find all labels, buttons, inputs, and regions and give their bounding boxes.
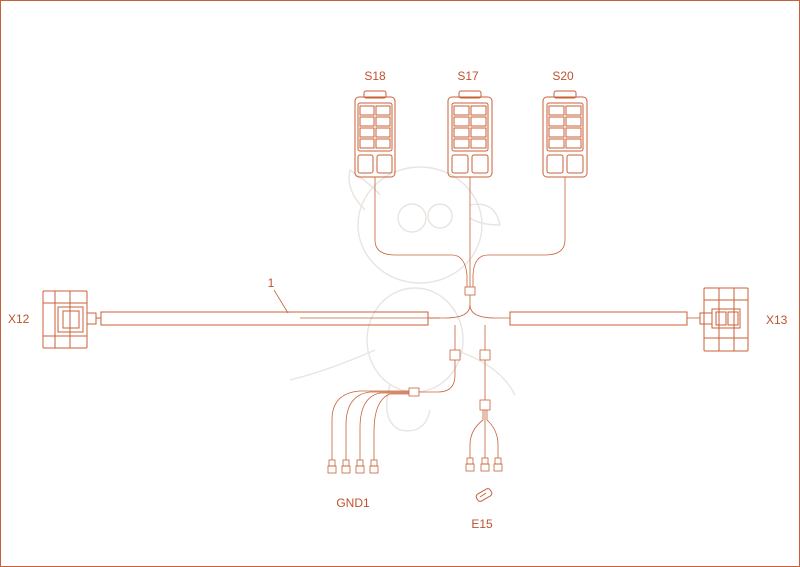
ring-terminal-icon — [355, 459, 365, 474]
ground-terminals — [327, 459, 379, 474]
bulb-icon[interactable] — [475, 488, 493, 503]
callout-1 — [273, 289, 289, 314]
ring-terminal-icon — [493, 457, 503, 472]
connector-s18[interactable] — [354, 90, 396, 178]
wires-top-branch — [374, 177, 566, 296]
wires-e15-branch — [469, 325, 499, 458]
connector-x12[interactable] — [42, 290, 101, 349]
connector-x13[interactable] — [699, 287, 749, 352]
ring-terminal-icon — [480, 457, 490, 472]
mascot-watermark-icon — [289, 166, 516, 432]
label-callout-1: 1 — [268, 276, 275, 290]
connector-s17[interactable] — [447, 90, 493, 178]
label-s20: S20 — [552, 69, 574, 83]
ring-terminal-icon — [341, 459, 351, 474]
sleeve-left — [100, 311, 440, 326]
ring-terminal-icon — [369, 459, 379, 474]
main-trunk — [300, 295, 510, 319]
connector-s20[interactable] — [542, 90, 588, 178]
sleeve-right — [509, 311, 700, 326]
label-x12: X12 — [8, 312, 30, 326]
e15-terminals — [465, 457, 503, 472]
ring-terminal-icon — [327, 459, 337, 474]
wires-ground-branch — [331, 325, 461, 460]
ring-terminal-icon — [465, 457, 475, 472]
label-s18: S18 — [364, 69, 386, 83]
label-gnd1: GND1 — [336, 496, 370, 510]
label-e15: E15 — [471, 517, 493, 531]
label-x13: X13 — [766, 313, 788, 327]
label-s17: S17 — [457, 69, 479, 83]
